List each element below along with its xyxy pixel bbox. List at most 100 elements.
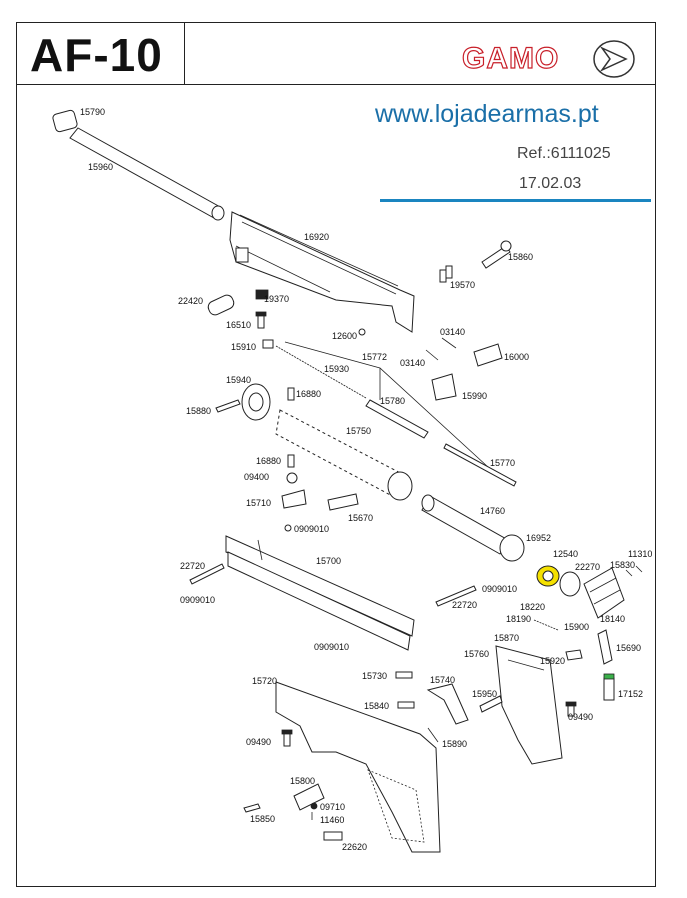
part-label: 15790 [80, 107, 105, 117]
part-label: 18220 [520, 602, 545, 612]
part-label: 15900 [564, 622, 589, 632]
part-label: 15910 [231, 342, 256, 352]
website-link[interactable]: www.lojadearmas.pt [375, 100, 599, 128]
pin-part [287, 454, 295, 468]
brand-arrow-icon [593, 40, 635, 78]
part-label: 15830 [610, 560, 635, 570]
clip-part [284, 524, 292, 532]
pin-part [635, 565, 643, 573]
part-label: 11460 [320, 815, 344, 825]
model-name: AF-10 [30, 29, 163, 81]
blue-divider [380, 199, 651, 202]
part-label: 15720 [252, 676, 277, 686]
part-label: 15870 [494, 633, 519, 643]
part-label: 15920 [540, 656, 565, 666]
part-label: 15690 [616, 643, 641, 653]
part-label: 19370 [264, 294, 289, 304]
part-label: 16952 [526, 533, 551, 543]
part-label: 16880 [296, 389, 321, 399]
part-label: 14760 [480, 506, 505, 516]
trigger-part [426, 683, 469, 725]
part-label: 03140 [440, 327, 465, 337]
pin-part [479, 695, 503, 713]
screw-part [281, 729, 293, 747]
part-label: 12540 [553, 549, 578, 559]
screw-part [565, 701, 577, 717]
reference-number: Ref.:6111025 [517, 145, 611, 162]
safety-part [293, 783, 325, 811]
part-label: 19570 [450, 280, 475, 290]
sight-part [473, 343, 503, 367]
pin-holder-part [262, 339, 274, 349]
part-label: 17152 [618, 689, 643, 699]
spring-part [625, 569, 633, 577]
title-block [16, 22, 656, 85]
part-label: 22420 [178, 296, 203, 306]
part-label: 15772 [362, 352, 387, 362]
part-label: 09710 [320, 802, 345, 812]
part-label: 22270 [575, 562, 600, 572]
pin-part [441, 337, 457, 349]
clip-part [358, 328, 366, 336]
spring-part [533, 619, 559, 631]
ball-part [310, 802, 318, 810]
barrel-cap-part [52, 109, 78, 133]
grip-plate-part [495, 645, 563, 765]
pin-part [327, 493, 359, 511]
title-block-divider [184, 22, 185, 85]
part-label: 15670 [348, 513, 373, 523]
part-label: 18190 [506, 614, 531, 624]
part-label: 15880 [186, 406, 211, 416]
part-label: 15700 [316, 556, 341, 566]
part-label: 16000 [504, 352, 529, 362]
part-label: 09400 [244, 472, 269, 482]
bracket-part [281, 489, 307, 509]
pin-part [425, 349, 439, 361]
part-label: 16920 [304, 232, 329, 242]
long-rod-part [443, 443, 517, 487]
part-label: 15780 [380, 396, 405, 406]
part-label: 15890 [442, 739, 467, 749]
part-label: 15750 [346, 426, 371, 436]
part-label: 0909010 [482, 584, 517, 594]
part-label: 0909010 [180, 595, 215, 605]
pin-part [565, 649, 583, 661]
screw-part [243, 803, 261, 813]
main-spring-part [275, 345, 367, 399]
part-label: 03140 [400, 358, 425, 368]
screw-part [481, 240, 512, 269]
barrel-part [69, 127, 225, 221]
part-label: 15800 [290, 776, 315, 786]
spring-part [427, 727, 439, 743]
pin-part [397, 701, 415, 709]
part-label: 22720 [452, 600, 477, 610]
part-label: 11310 [628, 549, 652, 559]
end-cap-part [241, 383, 271, 421]
highlighted-seal-part [536, 565, 560, 587]
lever-part [597, 629, 613, 665]
side-plate-part [225, 535, 415, 651]
part-label: 18140 [600, 614, 625, 624]
pin-pair-part [439, 265, 453, 283]
piston-part [421, 494, 525, 562]
pin-part [435, 585, 477, 607]
part-label: 09490 [246, 737, 271, 747]
latch-part [431, 373, 457, 401]
part-label: 15990 [462, 391, 487, 401]
part-label: 22720 [180, 561, 205, 571]
nut-part [286, 472, 298, 484]
part-label: 15850 [250, 814, 275, 824]
part-label: 15740 [430, 675, 455, 685]
drawing-date: 17.02.03 [519, 175, 582, 192]
lower-frame-grip-part [275, 681, 441, 853]
cylinder-part [275, 409, 413, 501]
brand-logo: GAMO [461, 41, 560, 75]
pin-part [395, 671, 413, 679]
part-label: 15960 [88, 162, 113, 172]
pin-part [215, 399, 241, 413]
part-label: 0909010 [294, 524, 329, 534]
valve-housing-part [583, 567, 625, 619]
part-label: 09490 [568, 712, 593, 722]
part-label: 0909010 [314, 642, 349, 652]
